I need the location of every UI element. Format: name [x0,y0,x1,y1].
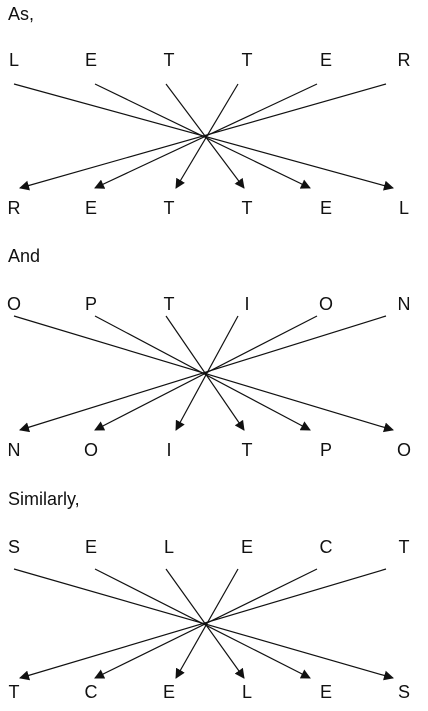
bottom-letter: N [8,440,21,460]
bottom-letter: I [166,440,171,460]
mapping-arrow [19,83,387,191]
bottom-letter: O [397,440,411,460]
top-letter: C [320,537,333,557]
top-letter: T [399,537,410,557]
bottom-letter: O [84,440,98,460]
mapping-arrow [94,83,318,189]
top-letter: L [164,537,174,557]
top-letter: O [319,294,333,314]
block-heading: As, [8,4,34,24]
mapping-arrow [94,568,318,679]
block-3: Similarly, S E L E C T T C E L E S [8,489,410,702]
bottom-letter: E [85,198,97,218]
bottom-letter: P [320,440,332,460]
top-letter: T [242,50,253,70]
top-letter: E [241,537,253,557]
bottom-letter: T [242,440,253,460]
mapping-arrow [94,315,318,431]
top-letter: N [398,294,411,314]
bottom-letter: T [9,682,20,702]
bottom-letter: T [242,198,253,218]
mapping-arrow [19,568,387,681]
bottom-letter: E [320,682,332,702]
block-1: As, L E T T E R R E T T E L [8,4,411,218]
bottom-letter: C [85,682,98,702]
mapping-arrow [19,315,387,433]
bottom-letter: R [8,198,21,218]
bottom-letter: L [399,198,409,218]
bottom-letter: E [163,682,175,702]
bottom-letter: E [320,198,332,218]
bottom-letter: S [398,682,410,702]
bottom-letter: L [242,682,252,702]
top-letter: T [164,50,175,70]
bottom-letter: T [164,198,175,218]
block-heading: Similarly, [8,489,80,509]
block-heading: And [8,246,40,266]
top-letter: E [320,50,332,70]
top-letter: P [85,294,97,314]
top-letter: R [398,50,411,70]
top-letter: E [85,50,97,70]
top-letter: L [9,50,19,70]
top-letter: T [164,294,175,314]
top-letter: O [7,294,21,314]
top-letter: I [244,294,249,314]
top-letter: E [85,537,97,557]
top-letter: S [8,537,20,557]
